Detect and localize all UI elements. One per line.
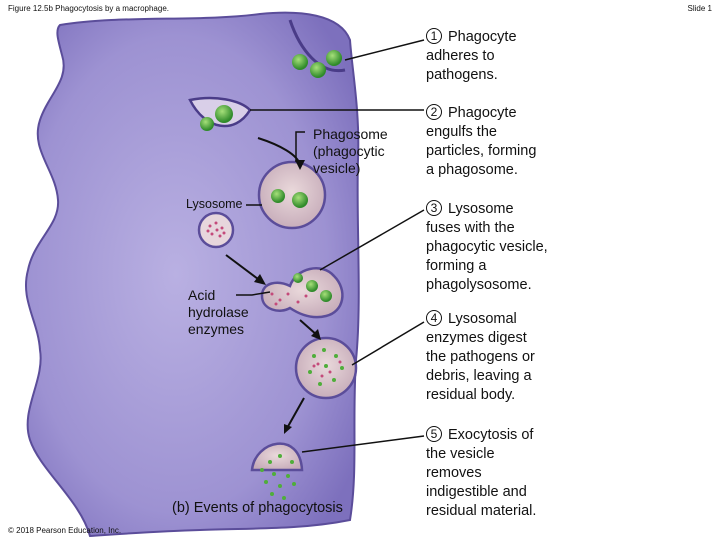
pathogen bbox=[271, 189, 285, 203]
step-3-number: 3 bbox=[426, 200, 442, 216]
pathogen bbox=[215, 105, 233, 123]
copyright: © 2018 Pearson Education, Inc. bbox=[8, 526, 122, 535]
phagolysosome bbox=[260, 267, 344, 319]
pathogen bbox=[320, 290, 332, 302]
lysosome-label: Lysosome bbox=[186, 197, 243, 211]
slide-number: Slide 1 bbox=[687, 4, 712, 13]
phagosome-vesicle bbox=[257, 160, 327, 230]
pathogen bbox=[293, 273, 303, 283]
caption-text: Events of phagocytosis bbox=[193, 500, 343, 516]
caption-letter: (b) bbox=[172, 500, 190, 516]
acid-hydrolase-label: Acid hydrolase enzymes bbox=[188, 287, 249, 337]
step-4-number: 4 bbox=[426, 310, 442, 326]
figure-caption: (b) Events of phagocytosis bbox=[172, 500, 343, 516]
pathogen bbox=[306, 280, 318, 292]
pathogen bbox=[292, 54, 308, 70]
pathogen bbox=[310, 62, 326, 78]
phagosome-label: Phagosome (phagocytic vesicle) bbox=[313, 126, 388, 176]
step-2-number: 2 bbox=[426, 104, 442, 120]
exocytosis-vesicle bbox=[250, 442, 304, 472]
pathogen bbox=[326, 50, 342, 66]
pathogen bbox=[292, 192, 308, 208]
step-1-number: 1 bbox=[426, 28, 442, 44]
pathogen bbox=[200, 117, 214, 131]
step-5-number: 5 bbox=[426, 426, 442, 442]
figure-title: Figure 12.5b Phagocytosis by a macrophag… bbox=[8, 4, 169, 13]
phagocyte-cell bbox=[24, 11, 360, 538]
